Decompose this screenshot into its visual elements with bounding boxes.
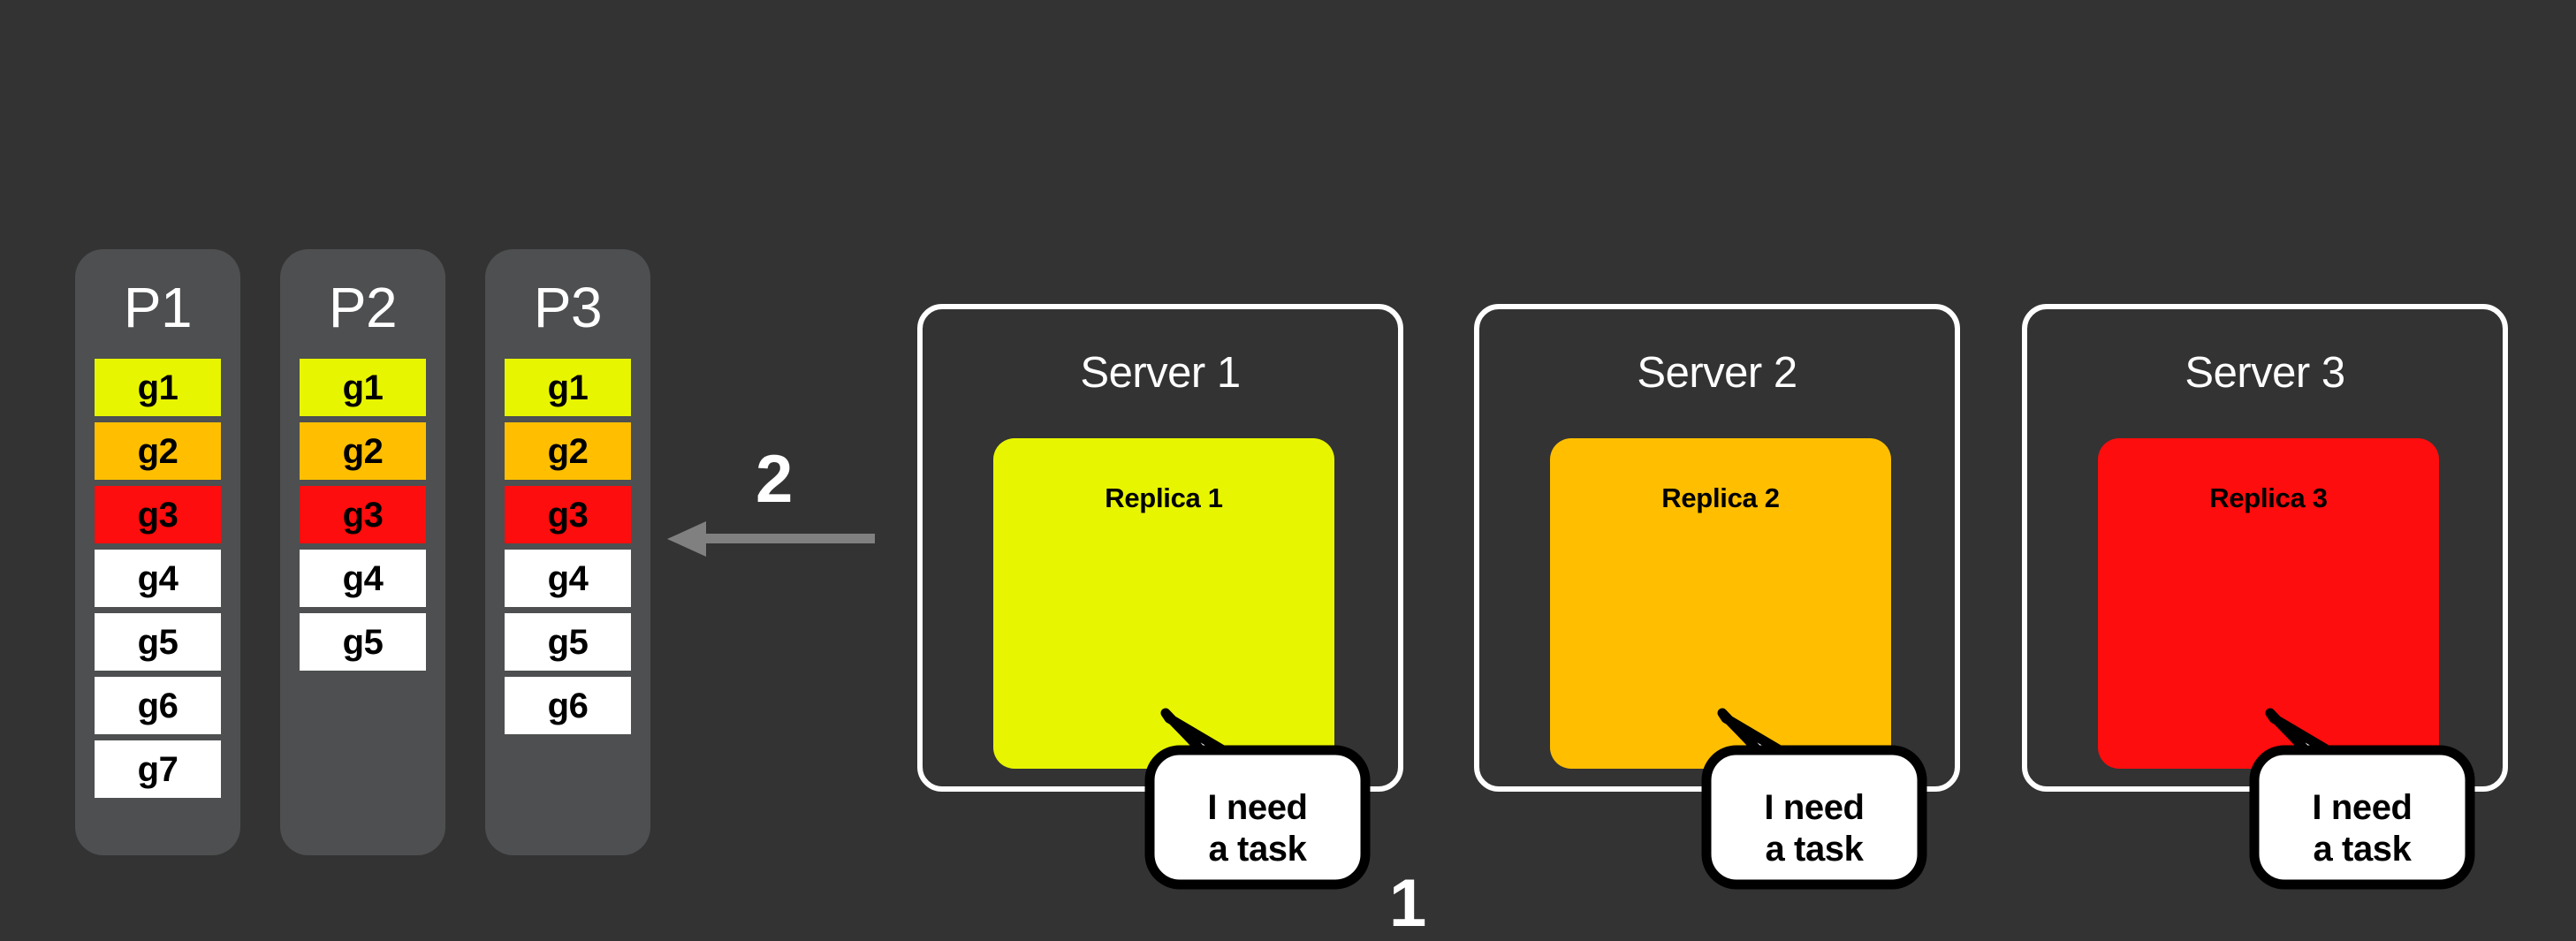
slot-label: g3 [137, 495, 179, 535]
slot-label: g1 [547, 368, 589, 407]
slot-label: g2 [342, 431, 384, 471]
speech-bubble-shape-1 [1144, 708, 1371, 890]
partition-slot[interactable]: g4 [95, 550, 221, 607]
step-number-1: 1 [1389, 866, 1427, 941]
partition-slot[interactable]: g4 [505, 550, 631, 607]
partition-slot-stack: g1 g2 g3 g4 g5 g6 [485, 359, 650, 734]
slot-label: g2 [137, 431, 179, 471]
slot-label: g3 [547, 495, 589, 535]
slot-label: g6 [137, 686, 179, 725]
partition-slot[interactable]: g5 [300, 613, 426, 671]
partition-slot[interactable]: g6 [95, 677, 221, 734]
slot-label: g1 [342, 368, 384, 407]
partition-slot[interactable]: g5 [505, 613, 631, 671]
slot-label: g5 [342, 622, 384, 662]
server-title-1: Server 1 [1080, 349, 1241, 397]
partition-slot-stack: g1 g2 g3 g4 g5 g6 g7 [75, 359, 240, 798]
replica-label-1: Replica 1 [1105, 482, 1223, 513]
speech-bubble-text-1: I need a task [1207, 788, 1308, 869]
partition-slot[interactable]: g3 [300, 486, 426, 543]
replica-label-2: Replica 2 [1661, 482, 1780, 513]
partition-slot[interactable]: g7 [95, 740, 221, 798]
server-title-2: Server 2 [1637, 349, 1797, 397]
partition-slot[interactable]: g4 [300, 550, 426, 607]
speech-bubble-text-3: I need a task [2312, 788, 2413, 869]
arrow-shaft-icon [701, 534, 875, 543]
partition-column-p2[interactable]: P2 g1 g2 g3 g4 g5 [280, 249, 445, 855]
slot-label: g7 [137, 749, 179, 789]
partition-column-p1[interactable]: P1 g1 g2 g3 g4 g5 g6 g7 [75, 249, 240, 855]
assignment-arrow-left-icon [667, 521, 875, 557]
slot-label: g3 [342, 495, 384, 535]
partition-title: P1 [123, 276, 193, 339]
partition-column-p3[interactable]: P3 g1 g2 g3 g4 g5 g6 [485, 249, 650, 855]
slot-label: g4 [342, 558, 384, 598]
slot-label: g4 [137, 558, 179, 598]
partition-slot[interactable]: g1 [505, 359, 631, 416]
partition-slot[interactable]: g6 [505, 677, 631, 734]
slot-label: g1 [137, 368, 179, 407]
speech-bubble-shape-3 [2249, 708, 2475, 890]
partition-slot[interactable]: g1 [95, 359, 221, 416]
slot-label: g5 [547, 622, 589, 662]
partition-slot-stack: g1 g2 g3 g4 g5 [280, 359, 445, 671]
slot-label: g5 [137, 622, 179, 662]
partition-slot[interactable]: g2 [95, 422, 221, 480]
arrow-head-icon [667, 521, 706, 557]
slot-label: g2 [547, 431, 589, 471]
partition-slot[interactable]: g5 [95, 613, 221, 671]
partition-title: P2 [328, 276, 398, 339]
partition-slot[interactable]: g3 [95, 486, 221, 543]
partition-title: P3 [533, 276, 603, 339]
partition-slot[interactable]: g3 [505, 486, 631, 543]
speech-bubble-text-2: I need a task [1764, 788, 1865, 869]
speech-bubble-shape-2 [1701, 708, 1927, 890]
step-number-2: 2 [756, 442, 794, 517]
slot-label: g6 [547, 686, 589, 725]
server-title-3: Server 3 [2185, 349, 2345, 397]
partition-slot[interactable]: g2 [505, 422, 631, 480]
slot-label: g4 [547, 558, 589, 598]
partition-slot[interactable]: g2 [300, 422, 426, 480]
replica-label-3: Replica 3 [2209, 482, 2328, 513]
partition-slot[interactable]: g1 [300, 359, 426, 416]
